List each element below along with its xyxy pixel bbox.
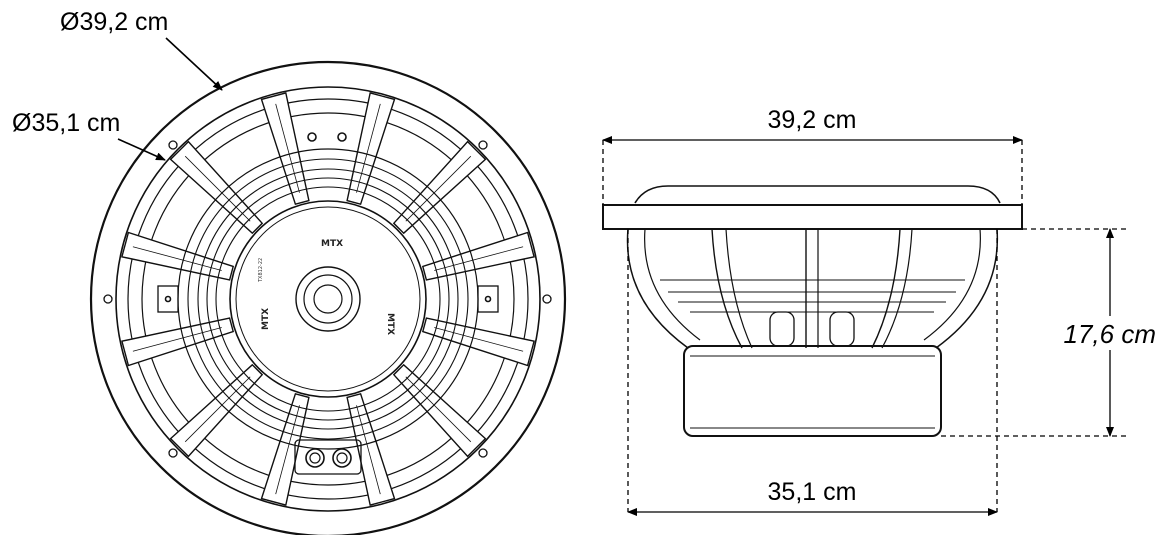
basket-spoke-detail [356, 103, 381, 193]
cone-profile [634, 185, 1001, 204]
basket-rib [881, 228, 913, 349]
logo-text: MTX [321, 239, 343, 249]
cone-diameter-label: Ø35,1 cm [12, 109, 120, 137]
basket-spoke [121, 317, 235, 367]
dust-cap-outer [229, 200, 427, 398]
terminal-post-inner [309, 452, 321, 464]
terminal-post [305, 448, 325, 468]
basket-spoke [260, 92, 310, 206]
basket-spoke [260, 392, 310, 506]
basket-right-profile [935, 228, 999, 349]
magnet [683, 345, 942, 437]
pole-piece-outer [295, 266, 361, 332]
basket-spoke-detail [356, 405, 381, 495]
basket-spoke [346, 392, 396, 506]
right-tab [477, 285, 499, 313]
basket-spoke-detail [184, 376, 251, 443]
tab-hole [484, 295, 492, 303]
basket-spoke [421, 317, 535, 367]
bottom-width-label: 35,1 cm [768, 478, 857, 506]
top-width-label: 39,2 cm [768, 106, 857, 134]
model-text: TX812-22 [258, 258, 264, 283]
inner-frame-ring [115, 86, 541, 512]
outer-diameter-leader [165, 37, 223, 91]
basket-spoke-detail [132, 246, 222, 271]
basket-rib [725, 228, 753, 349]
left-tab [157, 285, 179, 313]
basket-spoke-detail [434, 327, 524, 352]
mounting-hole [168, 448, 178, 458]
surround-ring-outer [127, 98, 529, 500]
basket-spoke-detail [275, 405, 300, 495]
mounting-hole [168, 140, 178, 150]
basket-spoke-detail [405, 376, 472, 443]
terminal-block [294, 439, 362, 475]
basket-spoke [121, 231, 235, 281]
mounting-hole [478, 448, 488, 458]
height-label: 17,6 cm [1064, 319, 1157, 349]
frame-flange [602, 204, 1023, 230]
basket-spoke-detail [184, 155, 251, 222]
cone-diameter-leader [117, 138, 166, 161]
dust-cap-ring [235, 206, 421, 392]
outer-frame-ring [89, 60, 567, 535]
basket-spoke-detail [132, 327, 222, 352]
terminal-post [332, 448, 352, 468]
front-dimensions: Ø39,2 cm Ø35,1 cm [12, 8, 223, 161]
logo-text-right: MTX [385, 313, 395, 335]
motor-vent [829, 311, 855, 347]
front-view [89, 60, 567, 535]
basket-spoke [346, 92, 396, 206]
cone-ring [206, 177, 450, 421]
mounting-hole [542, 294, 552, 304]
basket-rib [711, 228, 743, 349]
basket-left-profile [626, 228, 689, 349]
pole-piece-vent [313, 284, 343, 314]
outer-diameter-label: Ø39,2 cm [60, 8, 168, 36]
terminal-plate [294, 439, 362, 475]
vent-hole [307, 132, 317, 142]
cone-ring [197, 168, 459, 430]
basket-right-inner [923, 228, 981, 341]
tab-hole [164, 295, 172, 303]
surround-ring-inner [141, 112, 515, 486]
basket-left-inner [644, 228, 701, 341]
cone-ring [215, 186, 441, 412]
basket-spoke [421, 231, 535, 281]
mounting-hole [478, 140, 488, 150]
vent-hole [337, 132, 347, 142]
basket-spoke-detail [434, 246, 524, 271]
motor-vent [769, 311, 795, 347]
cone-ring [187, 158, 469, 440]
height-label-bg [1062, 316, 1156, 350]
mounting-holes [103, 140, 552, 458]
dust-cap-labels: MTX TX812-22 MTX MTX [258, 239, 395, 335]
side-view [602, 185, 1023, 437]
side-labels: 39,2 cm 35,1 cm 17,6 cm [768, 106, 1156, 506]
mounting-hole [103, 294, 113, 304]
terminal-post-inner [336, 452, 348, 464]
basket-spokes [121, 92, 535, 506]
basket-spoke-detail [405, 155, 472, 222]
basket-spoke-detail [275, 103, 300, 193]
side-dimensions [602, 136, 1130, 516]
basket-rib [871, 228, 901, 349]
logo-text-left: MTX [261, 308, 271, 330]
pole-piece-ring [303, 274, 353, 324]
